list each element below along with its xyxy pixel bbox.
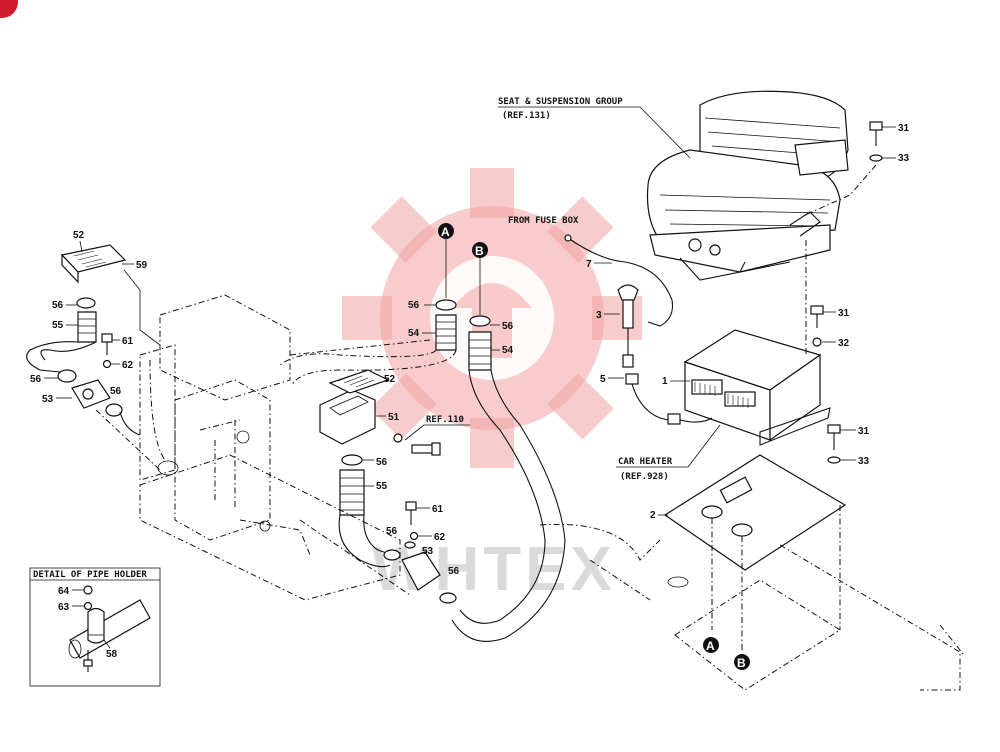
watermark-gear-icon [342, 168, 642, 468]
part-56-label-e: 56 [448, 566, 460, 577]
duct-55-left [77, 311, 97, 343]
part-32-label: 32 [838, 338, 850, 349]
part-56-label-f: 56 [52, 300, 64, 311]
vent-51 [319, 389, 376, 445]
part-53-label-b: 53 [422, 546, 434, 557]
part-59-label: 59 [136, 260, 148, 271]
part-1-label: 1 [662, 376, 668, 387]
part-53-label-a: 53 [42, 394, 54, 405]
part-51-label: 51 [388, 412, 400, 423]
part-64-label: 64 [58, 586, 70, 597]
part-52-label-b: 52 [384, 374, 396, 385]
part-31-label-b: 31 [838, 308, 850, 319]
car-heater-ref: (REF.928) [620, 472, 669, 482]
grille-52-left [60, 244, 127, 284]
seat-drawing [646, 90, 849, 281]
part-54-label-a: 54 [408, 328, 420, 339]
part-63-label: 63 [58, 602, 70, 613]
duct-55-center [339, 469, 365, 516]
part-2-label: 2 [650, 510, 656, 521]
part-62-label-a: 62 [122, 360, 134, 371]
part-31-label-c: 31 [858, 426, 870, 437]
part-55-label-a: 55 [52, 320, 64, 331]
part-56-label-g: 56 [30, 374, 42, 385]
part-56-label-c: 56 [376, 457, 388, 468]
bolt-31-upper [869, 121, 883, 162]
corner-badge [0, 0, 18, 18]
grille-52-center [328, 369, 390, 394]
car-heater-unit [683, 329, 831, 446]
part-56-label-a: 56 [408, 300, 420, 311]
pipe-holder-detail [29, 567, 161, 687]
part-56-label-d: 56 [386, 526, 398, 537]
part-56-label-b: 56 [502, 321, 514, 332]
seat-ref-label: (REF.131) [502, 111, 551, 121]
diffuser-53-center [401, 541, 441, 591]
part-52-label-a: 52 [73, 230, 85, 241]
switch-part-3 [617, 284, 639, 368]
cab-frame [139, 294, 431, 601]
part-61-label-b: 61 [432, 504, 444, 515]
callout-a-lower: A [706, 639, 715, 653]
callout-b-upper: B [475, 244, 484, 258]
pipe-holder-title: DETAIL OF PIPE HOLDER [33, 570, 147, 580]
diffuser-53-left [71, 379, 111, 409]
floor-plate [539, 454, 966, 691]
seat-group-label: SEAT & SUSPENSION GROUP [498, 97, 623, 107]
duct-54-a [435, 299, 457, 351]
fuse-box-label: FROM FUSE BOX [508, 216, 579, 226]
part-7-label: 7 [586, 259, 592, 270]
callout-a-upper: A [441, 225, 450, 239]
callout-b-lower: B [737, 656, 746, 670]
car-heater-label: CAR HEATER [618, 457, 673, 467]
part-3-label: 3 [596, 310, 602, 321]
part-5-label: 5 [600, 374, 606, 385]
part-61-label-a: 61 [122, 336, 134, 347]
part-56-label-h: 56 [110, 386, 122, 397]
duct-54-b [468, 315, 492, 371]
ref-110-label: REF.110 [426, 415, 464, 425]
part-54-label-b: 54 [502, 345, 514, 356]
part-62-label-b: 62 [434, 532, 446, 543]
part-33-label-b: 33 [858, 456, 870, 467]
part-58-label: 58 [106, 649, 118, 660]
part-55-label-b: 55 [376, 481, 388, 492]
part-33-label-a: 33 [898, 153, 910, 164]
part-31-label-a: 31 [898, 123, 910, 134]
